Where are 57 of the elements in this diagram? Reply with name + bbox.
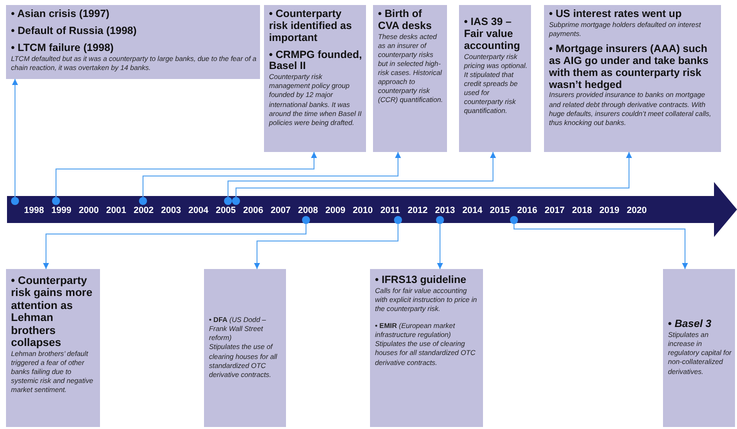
year-label: 2010 (352, 205, 374, 215)
event-heading: • Asian crisis (1997) (11, 9, 110, 21)
timeline-dot (436, 216, 444, 224)
timeline-dot (302, 216, 310, 224)
year-label: 1999 (50, 205, 72, 215)
connector-arrow (43, 224, 306, 270)
connector-arrow (228, 152, 496, 198)
event-heading: • Mortgage insurers (AAA) such as AIG go under and take banks with them as counterparty risk wasn’t hedged (549, 44, 710, 92)
year-label: 2007 (270, 205, 292, 215)
event-card (6, 5, 260, 79)
year-label: 2013 (434, 205, 456, 215)
year-label: 1998 (22, 205, 46, 215)
event-card (204, 269, 286, 427)
connector-arrow (12, 78, 18, 198)
event-heading: • IAS 39 – Fair value accounting (464, 17, 522, 53)
timeline-dot (394, 216, 402, 224)
year-label: 2016 (516, 205, 538, 215)
year-label: 2008 (296, 205, 320, 215)
year-label: 2014 (461, 205, 484, 215)
event-heading: • Counterparty risk identified as important (269, 9, 353, 45)
timeline-dot (510, 216, 518, 224)
event-card (6, 269, 100, 427)
year-label: 2009 (324, 205, 346, 215)
year-label: 2005 (214, 205, 237, 215)
event-heading: • Default of Russia (1998) (11, 26, 138, 38)
year-label: 2006 (242, 205, 264, 215)
year-label: 2004 (187, 205, 210, 215)
connector-arrow (437, 224, 443, 270)
year-label: 2000 (78, 205, 100, 215)
year-label: 2017 (544, 205, 566, 215)
event-heading: • IFRS13 guideline (375, 275, 468, 287)
year-label: 2020 (626, 205, 648, 215)
event-heading: • Birth of CVA desks (378, 9, 433, 33)
year-label: 2015 (488, 205, 511, 215)
year-label: 2002 (132, 205, 155, 215)
connector-arrow (142, 152, 401, 198)
event-card (544, 5, 721, 152)
event-card (373, 5, 447, 152)
event-card (663, 269, 735, 427)
connector-arrow (514, 224, 688, 270)
year-label: 2003 (160, 205, 182, 215)
event-heading: • CRMPG founded, Basel II (269, 50, 363, 74)
connector-arrow (56, 152, 317, 198)
connector-arrow (254, 224, 398, 270)
connector-arrow (236, 152, 632, 198)
event-card (370, 269, 483, 427)
year-label: 2011 (379, 205, 401, 215)
event-heading: • Basel 3 (668, 319, 712, 332)
year-label: 2012 (406, 205, 429, 215)
event-card (459, 5, 531, 152)
event-heading: • Counterparty risk gains more attention as Lehman brothers collapses (11, 275, 94, 350)
year-label: 2018 (570, 205, 594, 215)
year-label: 2001 (105, 205, 128, 215)
event-heading: • US interest rates went up (549, 9, 683, 21)
event-card (264, 5, 366, 152)
year-label: 2019 (598, 205, 620, 215)
event-heading: • LTCM failure (1998) (11, 42, 115, 55)
